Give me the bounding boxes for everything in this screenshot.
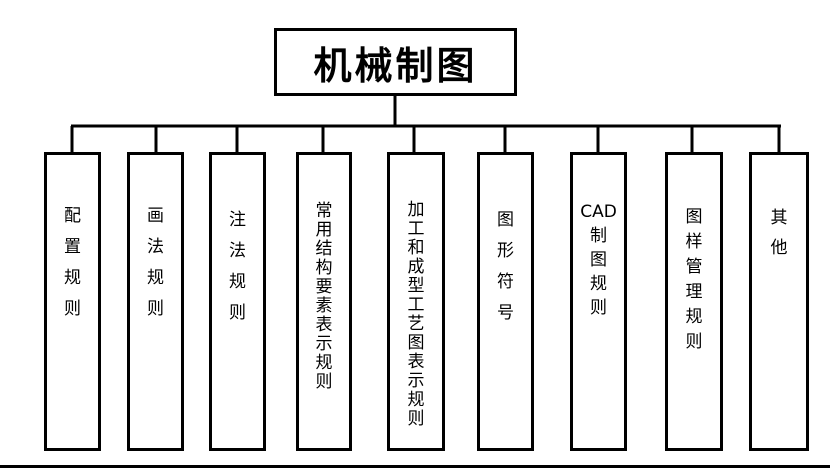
child-node-3: 注 法 规 则 [209, 152, 266, 451]
child-node-6: 图 形 符 号 [477, 152, 534, 451]
root-node: 机械制图 [274, 28, 517, 96]
child-label-8: 图 样 管 理 规 则 [685, 207, 703, 352]
child-node-8: 图 样 管 理 规 则 [665, 152, 723, 451]
child-node-4: 常 用 结 构 要 素 表 示 规 则 [296, 152, 352, 451]
child-node-2: 画 法 规 则 [127, 152, 184, 451]
child-label-2: 画 法 规 则 [147, 206, 164, 319]
child-label-3: 注 法 规 则 [229, 210, 246, 323]
child-label-9: 其 他 [770, 208, 788, 258]
bottom-rule [0, 465, 830, 468]
child-node-1: 配 置 规 则 [44, 152, 101, 451]
child-label-1: 配 置 规 则 [64, 206, 81, 319]
child-label-7: CAD 制 图 规 则 [580, 202, 617, 318]
child-label-6: 图 形 符 号 [497, 210, 514, 323]
child-label-5: 加 工 和 成 型 工 艺 图 表 示 规 则 [407, 200, 425, 429]
root-title: 机械制图 [313, 43, 478, 88]
child-node-7: CAD 制 图 规 则 [570, 152, 627, 451]
child-node-9: 其 他 [749, 152, 809, 451]
child-node-5: 加 工 和 成 型 工 艺 图 表 示 规 则 [387, 152, 445, 451]
child-label-4: 常 用 结 构 要 素 表 示 规 则 [315, 201, 333, 392]
